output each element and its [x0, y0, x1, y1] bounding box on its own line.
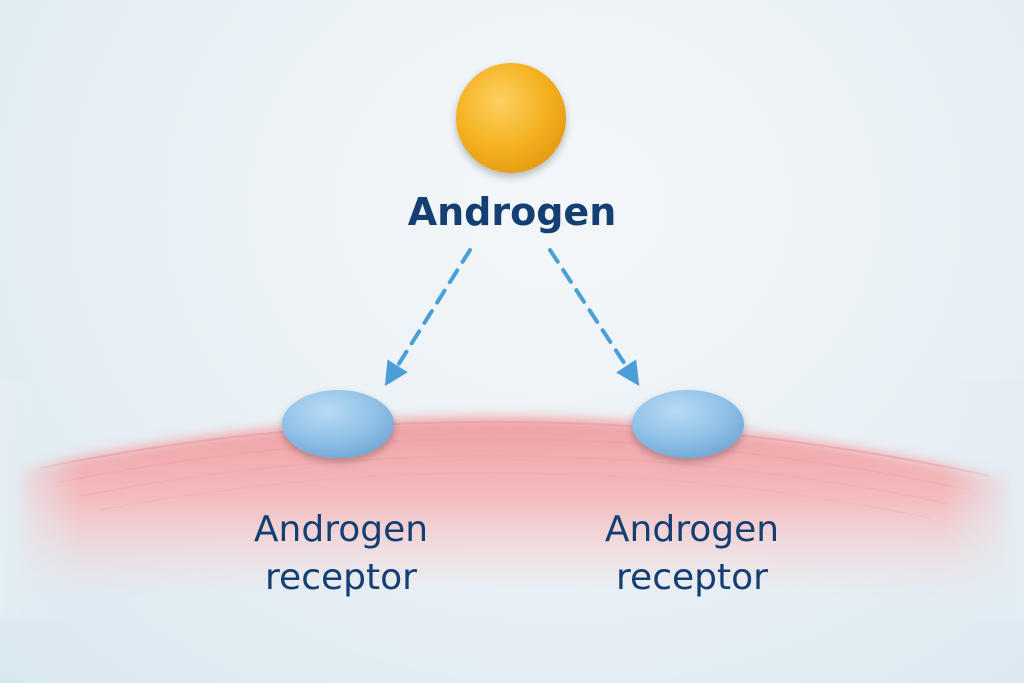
androgen-molecule: [456, 63, 566, 173]
receptor-label-right: Androgen receptor: [542, 506, 842, 602]
receptor-label-left-line2: receptor: [265, 557, 417, 598]
arrow-right: [548, 248, 640, 387]
receptor-label-right-line2: receptor: [616, 557, 768, 598]
receptor-label-left-line1: Androgen: [253, 509, 429, 550]
cell-membrane: [0, 380, 1024, 620]
arrow-left: [384, 248, 472, 387]
receptor-label-left: Androgen receptor: [191, 506, 491, 602]
receptor-label-right-line1: Androgen: [604, 509, 780, 550]
androgen-receptor-right: [632, 390, 744, 458]
androgen-receptor-left: [282, 390, 394, 458]
androgen-label: Androgen: [407, 190, 617, 234]
